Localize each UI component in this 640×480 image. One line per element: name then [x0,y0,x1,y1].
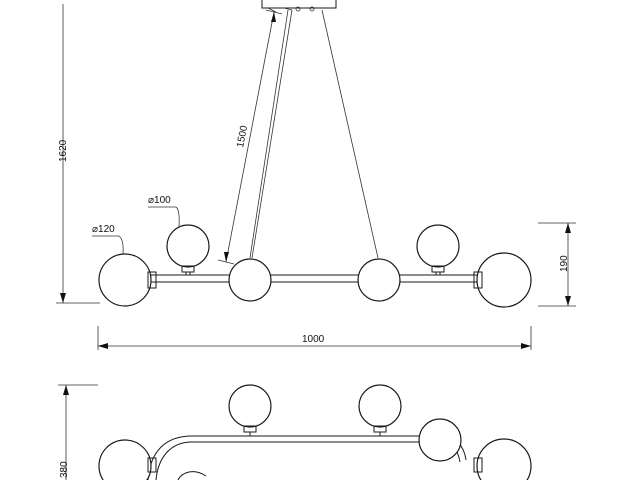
total-height-label: 1620 [58,139,69,162]
small-globe-right [416,224,460,275]
total-width-dimension: 1000 [97,326,532,350]
curved-frame [147,435,467,480]
large-globe-left [98,253,157,307]
small-globe-diameter-callout: ⌀100 [148,195,180,227]
body-height-label: 190 [559,255,570,272]
suspension-cables [249,9,379,259]
ceiling-canopy [261,0,337,13]
small-globe-diameter-label: ⌀100 [148,195,171,206]
total-height-dimension: 1620 [56,4,100,304]
large-globe-diameter-label: ⌀120 [92,224,115,235]
depth-label: 380 [59,461,70,478]
top-view: 380 [58,384,532,480]
top-large-globe-left [98,439,157,480]
center-globe-left [228,258,272,302]
small-globe-left [166,224,210,275]
large-globe-right [473,252,532,308]
cable-length-dimension: 1500 [217,9,283,265]
top-large-globe-right [473,438,532,480]
horizontal-bar [150,274,480,283]
body-height-dimension: 190 [538,222,576,307]
top-globe-front-right [418,418,462,462]
top-small-globe-left [228,384,272,436]
large-globe-diameter-callout: ⌀120 [92,224,124,255]
depth-dimension: 380 [58,384,98,480]
top-small-globe-right [358,384,402,436]
front-view: 1500 [56,0,576,350]
cable-length-label: 1500 [235,124,250,148]
total-width-label: 1000 [302,334,325,345]
center-globe-right [357,258,401,302]
